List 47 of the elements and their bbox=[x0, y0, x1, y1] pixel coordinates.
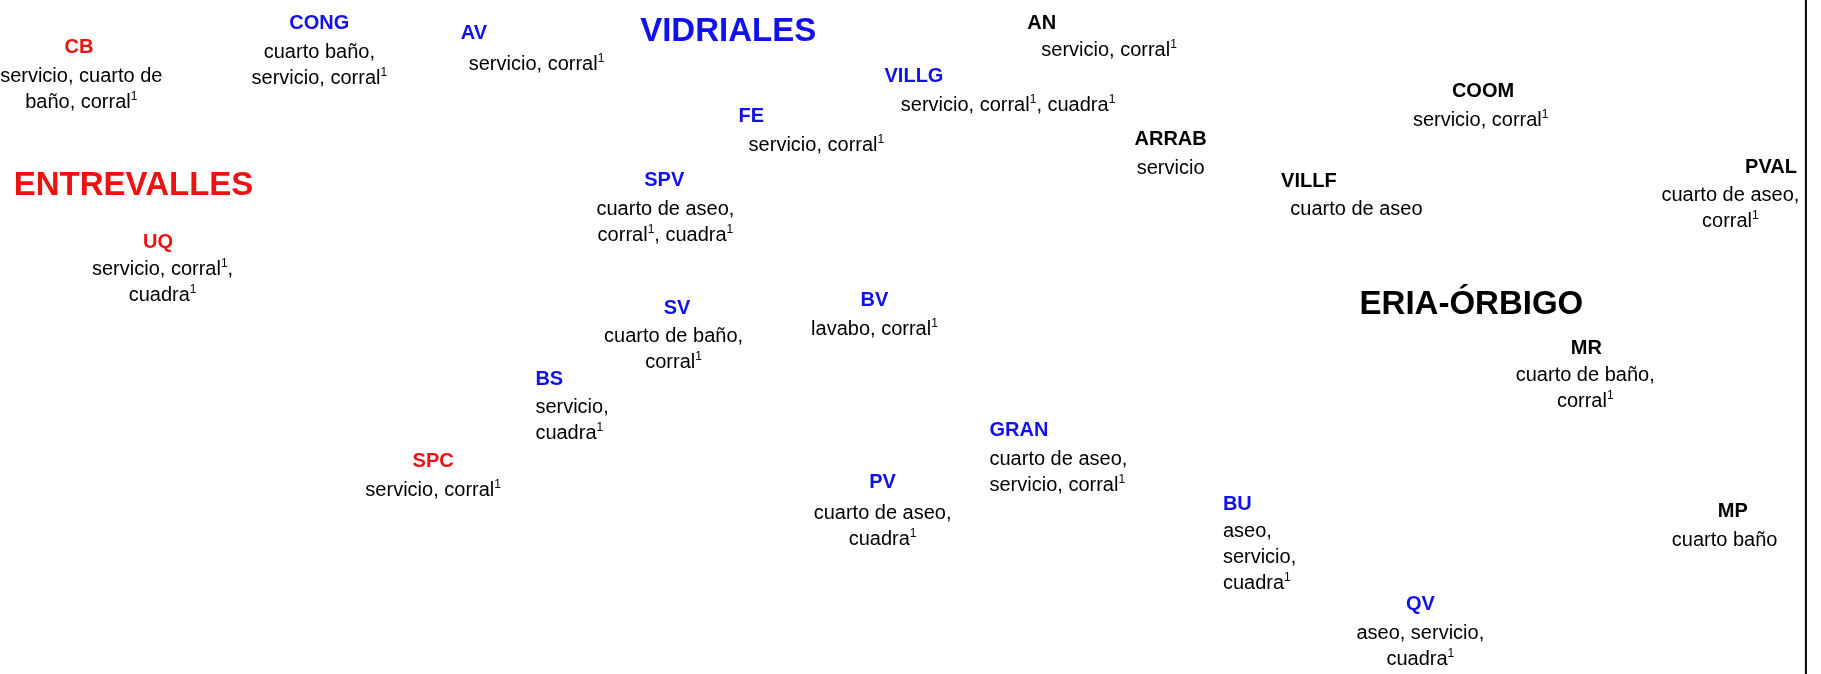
place-code: BS bbox=[535, 365, 565, 391]
facility-list: servicio, corral$^{1}$ bbox=[1004, 36, 1214, 62]
facility-list: cuarto de baño, corral$^{1}$ bbox=[1510, 361, 1660, 414]
facility-list: servicio, corral$^{1}$, cuadra$^{1}$ bbox=[70, 255, 255, 308]
region-name: VIDRIALES bbox=[639, 10, 818, 51]
place-code: AV bbox=[459, 19, 488, 45]
facility-list: cuarto de baño, corral$^{1}$ bbox=[599, 321, 748, 374]
facility-list: cuarto de aseo bbox=[1257, 195, 1456, 222]
place-code: MP bbox=[1716, 498, 1749, 524]
facility-list: servicio, cuadra$^{1}$ bbox=[535, 392, 640, 445]
place-code: COOM bbox=[1450, 77, 1516, 103]
facility-list: aseo, servicio, cuadra$^{1}$ bbox=[1333, 619, 1508, 671]
region-name: ERIA-ÓRBIGO bbox=[1358, 283, 1585, 324]
facility-list: servicio, corral$^{1}$ bbox=[432, 49, 642, 76]
facility-list: servicio, corral$^{1}$ bbox=[1376, 105, 1586, 132]
place-code: ARRAB bbox=[1133, 126, 1208, 152]
facility-list: cuarto baño bbox=[1643, 526, 1806, 553]
place-code: GRAN bbox=[989, 416, 1050, 442]
facility-list: aseo, servicio, cuadra$^{1}$ bbox=[1222, 516, 1319, 595]
facility-list: servicio, corral$^{1}$, cuadra$^{1}$ bbox=[868, 90, 1148, 117]
place-code: VILLG bbox=[883, 62, 945, 88]
facility-list: cuarto de aseo, servicio, corral$^{1}$ bbox=[989, 444, 1153, 497]
facility-list: lavabo, corral$^{1}$ bbox=[769, 314, 979, 341]
place-code: SPC bbox=[411, 448, 455, 474]
place-code: FE bbox=[737, 103, 766, 129]
facility-list: cuarto de aseo, cuadra$^{1}$ bbox=[801, 499, 964, 552]
place-code: MR bbox=[1569, 335, 1603, 361]
place-code: SPV bbox=[643, 167, 686, 193]
facility-list: servicio, cuarto de baño, corral$^{1}$ bbox=[0, 61, 169, 114]
place-code: AN bbox=[1026, 10, 1058, 36]
facility-list: servicio, corral$^{1}$ bbox=[711, 131, 921, 158]
facility-list: servicio bbox=[1100, 154, 1241, 181]
region-name: ENTREVALLES bbox=[12, 163, 255, 204]
place-code: BV bbox=[859, 286, 890, 312]
place-code: CB bbox=[63, 33, 95, 59]
place-code: PV bbox=[868, 469, 897, 494]
place-code: CONG bbox=[288, 10, 351, 36]
place-code: VILLF bbox=[1280, 168, 1338, 194]
facility-list: cuarto de aseo, corral$^{1}$, cuadra$^{1}$ bbox=[594, 195, 737, 248]
place-code: SV bbox=[662, 294, 692, 320]
place-code: UQ bbox=[141, 228, 174, 254]
place-code: BU bbox=[1222, 491, 1253, 517]
place-code: PVAL bbox=[1744, 154, 1798, 180]
facility-list: servicio, corral$^{1}$ bbox=[328, 476, 538, 503]
facility-list: cuarto de aseo, corral$^{1}$ bbox=[1656, 181, 1805, 234]
place-code: QV bbox=[1404, 590, 1436, 616]
facility-list: cuarto baño, servicio, corral$^{1}$ bbox=[232, 38, 407, 91]
